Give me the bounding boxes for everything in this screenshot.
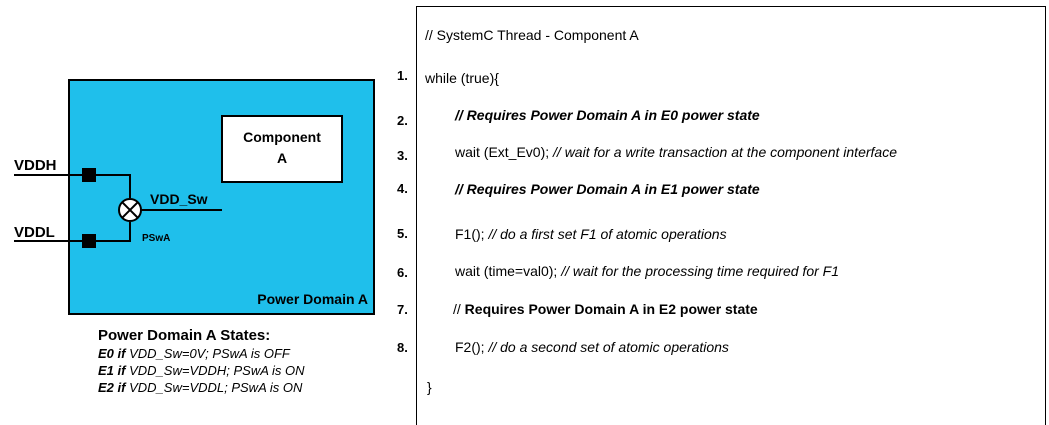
code-comment: // Requires Power Domain A in E0 power s…	[455, 107, 760, 123]
code-text: while (true){	[425, 70, 499, 86]
code-text: wait (Ext_Ev0);	[455, 144, 554, 160]
power-switch-icon	[118, 198, 142, 222]
code-line-3: wait (Ext_Ev0); // wait for a write tran…	[455, 144, 897, 160]
line-number: 5.	[397, 226, 408, 241]
component-label-line1: Component	[243, 129, 321, 145]
state-row-e0: E0 if VDD_Sw=0V; PSwA is OFF	[98, 345, 398, 362]
state-name: E0	[98, 346, 114, 361]
state-condition: VDD_Sw=VDDH; PSwA is ON	[129, 363, 305, 378]
state-name: E2	[98, 380, 114, 395]
vddh-label: VDDH	[14, 157, 57, 174]
state-row-e1: E1 if VDD_Sw=VDDH; PSwA is ON	[98, 362, 398, 379]
component-a-box	[221, 115, 343, 183]
state-condition: VDD_Sw=VDDL; PSwA is ON	[129, 380, 303, 395]
code-line-1: while (true){	[425, 70, 499, 86]
state-keyword: if	[117, 346, 126, 361]
vddl-pin	[82, 234, 96, 248]
line-number: 8.	[397, 340, 408, 355]
code-line-8: F2(); // do a second set of atomic opera…	[455, 339, 729, 355]
vdd-sw-label: VDD_Sw	[150, 191, 208, 207]
code-comment: // do a second set of atomic operations	[488, 339, 729, 355]
vddh-pin	[82, 168, 96, 182]
vddl-label: VDDL	[14, 224, 55, 241]
code-text: F1();	[455, 226, 489, 242]
vddl-wire	[96, 222, 131, 242]
state-row-e2: E2 if VDD_Sw=VDDL; PSwA is ON	[98, 379, 398, 396]
state-condition: VDD_Sw=0V; PSwA is OFF	[129, 346, 290, 361]
component-label-line2: A	[277, 150, 287, 166]
code-line-5: F1(); // do a first set F1 of atomic ope…	[455, 226, 727, 242]
state-keyword: if	[117, 380, 126, 395]
line-number: 2.	[397, 113, 408, 128]
code-text: F2();	[455, 339, 489, 355]
code-comment: Requires Power Domain A in E2 power stat…	[464, 301, 758, 317]
states-heading: Power Domain A States:	[98, 327, 271, 344]
line-number: 4.	[397, 181, 408, 196]
code-closing-brace: }	[427, 379, 432, 395]
line-number: 7.	[397, 302, 408, 317]
code-line-7: // Requires Power Domain A in E2 power s…	[453, 301, 758, 317]
code-comment: // wait for the processing time required…	[561, 263, 839, 279]
state-name: E1	[98, 363, 114, 378]
code-panel: // SystemC Thread - Component A while (t…	[416, 6, 1046, 425]
line-number: 1.	[397, 68, 408, 83]
pswa-label: PSwA	[142, 233, 170, 244]
code-comment: // do a first set F1 of atomic operation…	[488, 226, 727, 242]
power-domain-states: Power Domain A States: E0 if VDD_Sw=0V; …	[98, 327, 398, 396]
power-domain-svg: Component A VDDH VDDL VDD_Sw PSwA Power …	[14, 79, 375, 315]
code-line-2: // Requires Power Domain A in E0 power s…	[455, 107, 760, 123]
code-comment: // Requires Power Domain A in E1 power s…	[455, 181, 760, 197]
code-comment: // wait for a write transaction at the c…	[553, 144, 897, 160]
code-text: wait (time=val0);	[455, 263, 562, 279]
line-number: 3.	[397, 148, 408, 163]
code-text: //	[453, 301, 465, 317]
code-line-6: wait (time=val0); // wait for the proces…	[455, 263, 839, 279]
code-line-4: // Requires Power Domain A in E1 power s…	[455, 181, 760, 197]
state-keyword: if	[117, 363, 126, 378]
power-domain-label: Power Domain A	[257, 291, 368, 307]
power-domain-diagram: Component A VDDH VDDL VDD_Sw PSwA Power …	[0, 0, 400, 419]
code-header: // SystemC Thread - Component A	[425, 27, 639, 43]
vddh-wire	[96, 174, 131, 198]
line-number: 6.	[397, 265, 408, 280]
